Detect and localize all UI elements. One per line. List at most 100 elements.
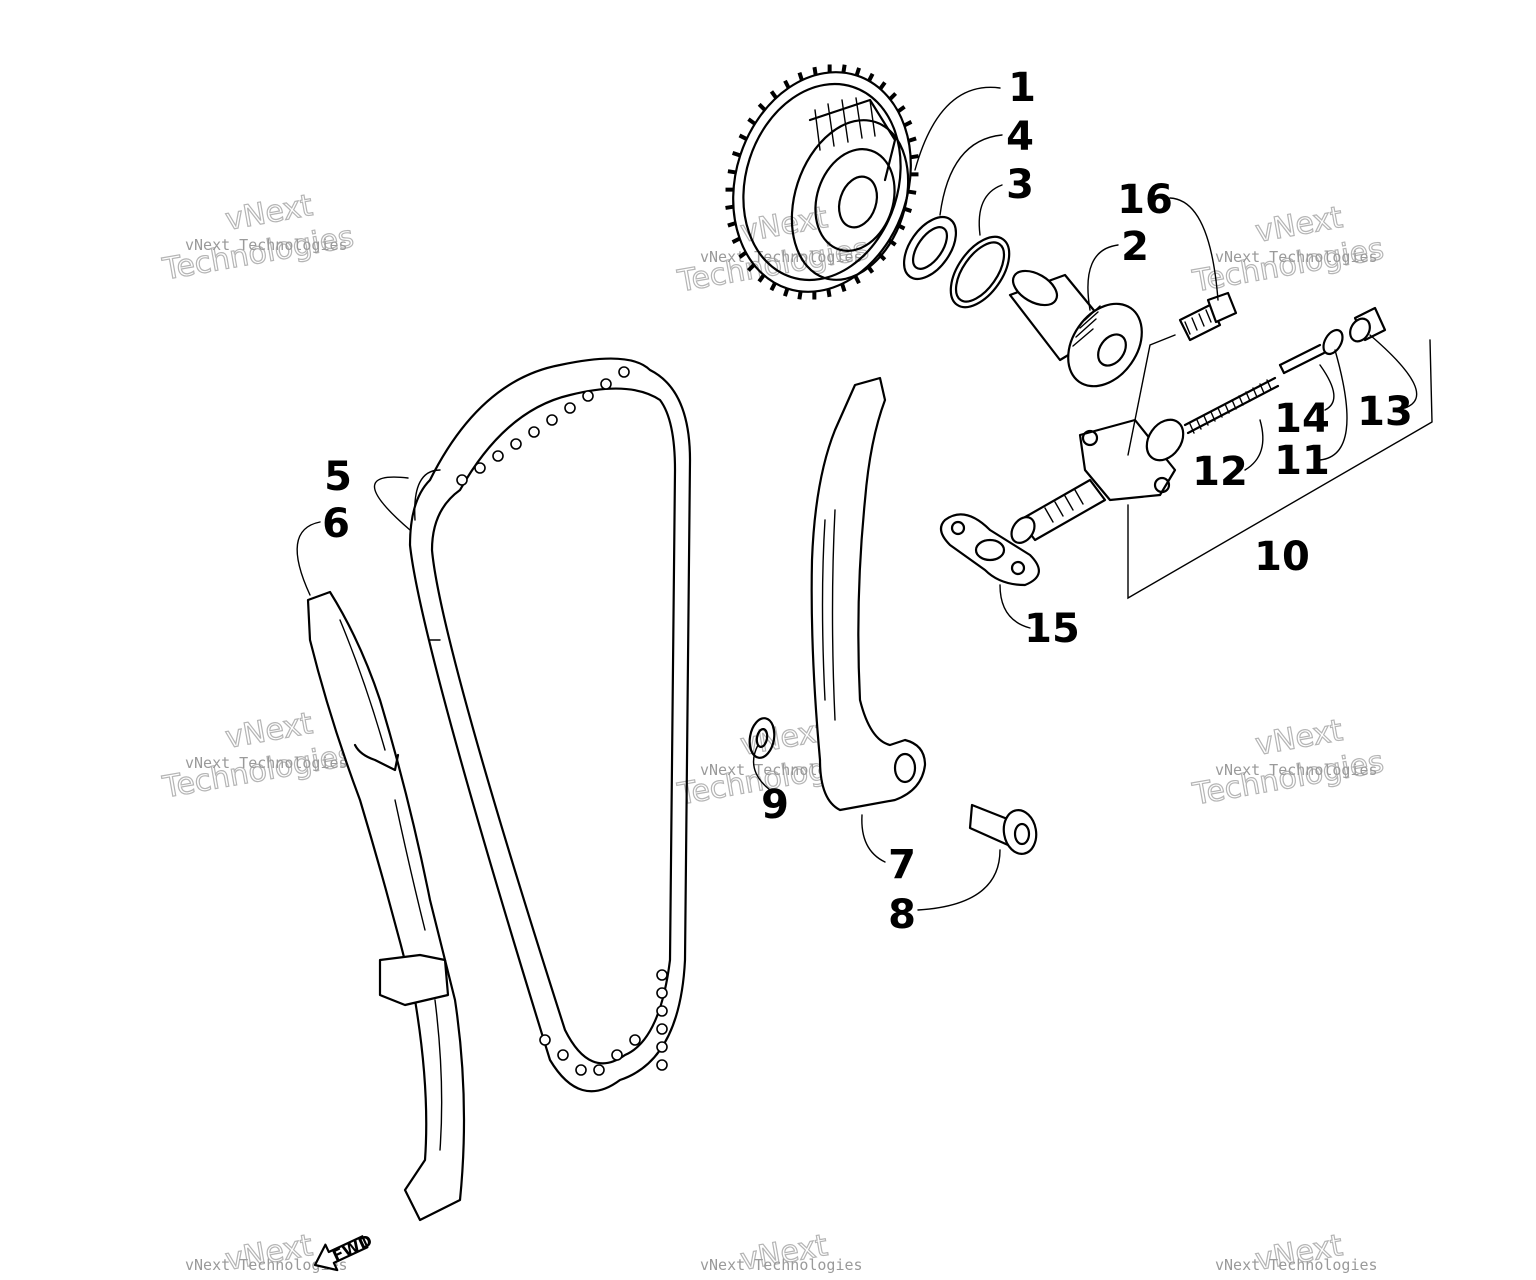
watermark-br: vNext vNext Technologies	[1215, 1228, 1378, 1279]
leader-1	[914, 86, 1001, 171]
part-label-8: 8	[888, 892, 916, 938]
chain-link	[600, 378, 612, 390]
chain-link	[656, 1023, 668, 1035]
chain-link	[528, 426, 540, 438]
watermark-ml: vNext Technologies vNext Technologies	[159, 706, 357, 807]
gear-tooth	[841, 64, 847, 73]
svg-text:vNext Technologies: vNext Technologies	[700, 1256, 863, 1274]
gear-tooth	[769, 90, 778, 100]
washer-11	[1322, 328, 1344, 356]
cam-sprocket-gear	[725, 64, 919, 300]
chain-link	[492, 450, 504, 462]
gear-tooth	[878, 81, 887, 91]
part-label-5: 5	[324, 454, 352, 500]
chain-guide-7	[810, 376, 927, 812]
gasket-15	[939, 513, 1040, 587]
leader-3	[978, 184, 1003, 236]
chain-link	[539, 1034, 551, 1046]
chain-link	[546, 414, 558, 426]
chain-link	[618, 366, 630, 378]
chain-link	[575, 1064, 587, 1076]
gear-tooth	[903, 120, 913, 128]
leader-2	[1087, 244, 1119, 311]
gear-tooth	[887, 238, 897, 247]
gear-tooth	[812, 66, 818, 76]
gear-tooth	[854, 67, 861, 77]
chain-link	[656, 987, 668, 999]
chain-link	[656, 969, 668, 981]
gear-tooth	[797, 71, 804, 81]
part-label-16: 16	[1117, 177, 1173, 223]
part-label-9: 9	[761, 782, 789, 828]
gear-tooth	[867, 72, 875, 82]
leader-12	[1244, 419, 1264, 471]
part-label-14: 14	[1274, 396, 1330, 442]
washer-9	[748, 717, 776, 759]
gear-tooth	[725, 204, 734, 210]
gear-tooth	[907, 136, 917, 143]
chain-link	[510, 438, 522, 450]
leader-11	[1319, 349, 1348, 461]
part-labels: 1 4 3 16 2 13 14 12 11 10 15 5 6 9 7 8	[322, 65, 1413, 938]
gear-tooth	[727, 169, 737, 175]
svg-text:vNext Technologies: vNext Technologies	[185, 236, 348, 254]
part-label-15: 15	[1024, 606, 1080, 652]
gear-tooth	[910, 154, 919, 160]
chain-link	[656, 1059, 668, 1071]
gear-tooth	[757, 102, 767, 112]
chain-link	[629, 1034, 641, 1046]
gear-tooth	[877, 252, 887, 262]
leader-6	[296, 521, 321, 596]
chain-link	[564, 402, 576, 414]
svg-text:vNext Technologies: vNext Technologies	[1215, 1256, 1378, 1274]
leader-13	[1369, 334, 1418, 409]
chain-link	[582, 390, 594, 402]
gear-tooth	[757, 273, 766, 283]
gear-tooth	[888, 92, 898, 101]
gear-tooth	[896, 105, 906, 114]
bracket-16-leader	[1127, 334, 1176, 456]
leader-14	[1319, 364, 1335, 411]
gear-tooth	[840, 283, 847, 293]
gear-tooth	[907, 189, 917, 195]
pivot-bolt-8	[968, 803, 1038, 855]
spring-12	[1183, 376, 1280, 435]
leader-15	[999, 584, 1031, 629]
part-label-3: 3	[1006, 162, 1034, 208]
gear-tooth	[826, 288, 832, 298]
gear-tooth	[853, 275, 861, 285]
gear-tooth	[727, 221, 737, 228]
part-label-7: 7	[888, 842, 916, 888]
svg-text:vNext Technologies: vNext Technologies	[700, 248, 863, 266]
leader-5	[373, 476, 411, 531]
svg-text:vNext Technologies: vNext Technologies	[185, 754, 348, 772]
svg-text:vNext Technologies: vNext Technologies	[1215, 248, 1378, 266]
gear-tooth	[747, 117, 757, 126]
bracket-10	[1127, 339, 1433, 600]
part-label-4: 4	[1006, 114, 1034, 160]
o-ring-3	[949, 235, 1011, 309]
washer-4	[902, 216, 958, 280]
watermark-mr: vNext Technologies vNext Technologies	[1189, 713, 1387, 814]
chain-link	[456, 474, 468, 486]
leader-8	[917, 849, 1001, 911]
leader-9	[752, 744, 771, 791]
chain-link	[611, 1049, 623, 1061]
part-label-11: 11	[1274, 438, 1330, 484]
gear-tooth	[738, 250, 748, 259]
pin-14	[1278, 343, 1326, 375]
gear-tooth	[783, 287, 790, 297]
gear-tooth	[783, 79, 791, 89]
gear-tooth	[797, 291, 803, 300]
bolt-16	[1178, 291, 1238, 342]
svg-text:vNext Technologies: vNext Technologies	[1215, 761, 1378, 779]
chain-link	[656, 1005, 668, 1017]
leader-7	[861, 814, 886, 863]
fwd-label: FWD	[329, 1231, 375, 1266]
svg-text:vNext Technologies: vNext Technologies	[185, 1256, 348, 1274]
chain-guide-6	[306, 590, 466, 1222]
leader-4	[939, 134, 1003, 216]
part-label-2: 2	[1121, 224, 1149, 270]
cam-chain-5	[408, 357, 692, 1093]
gear-tooth	[746, 263, 756, 272]
